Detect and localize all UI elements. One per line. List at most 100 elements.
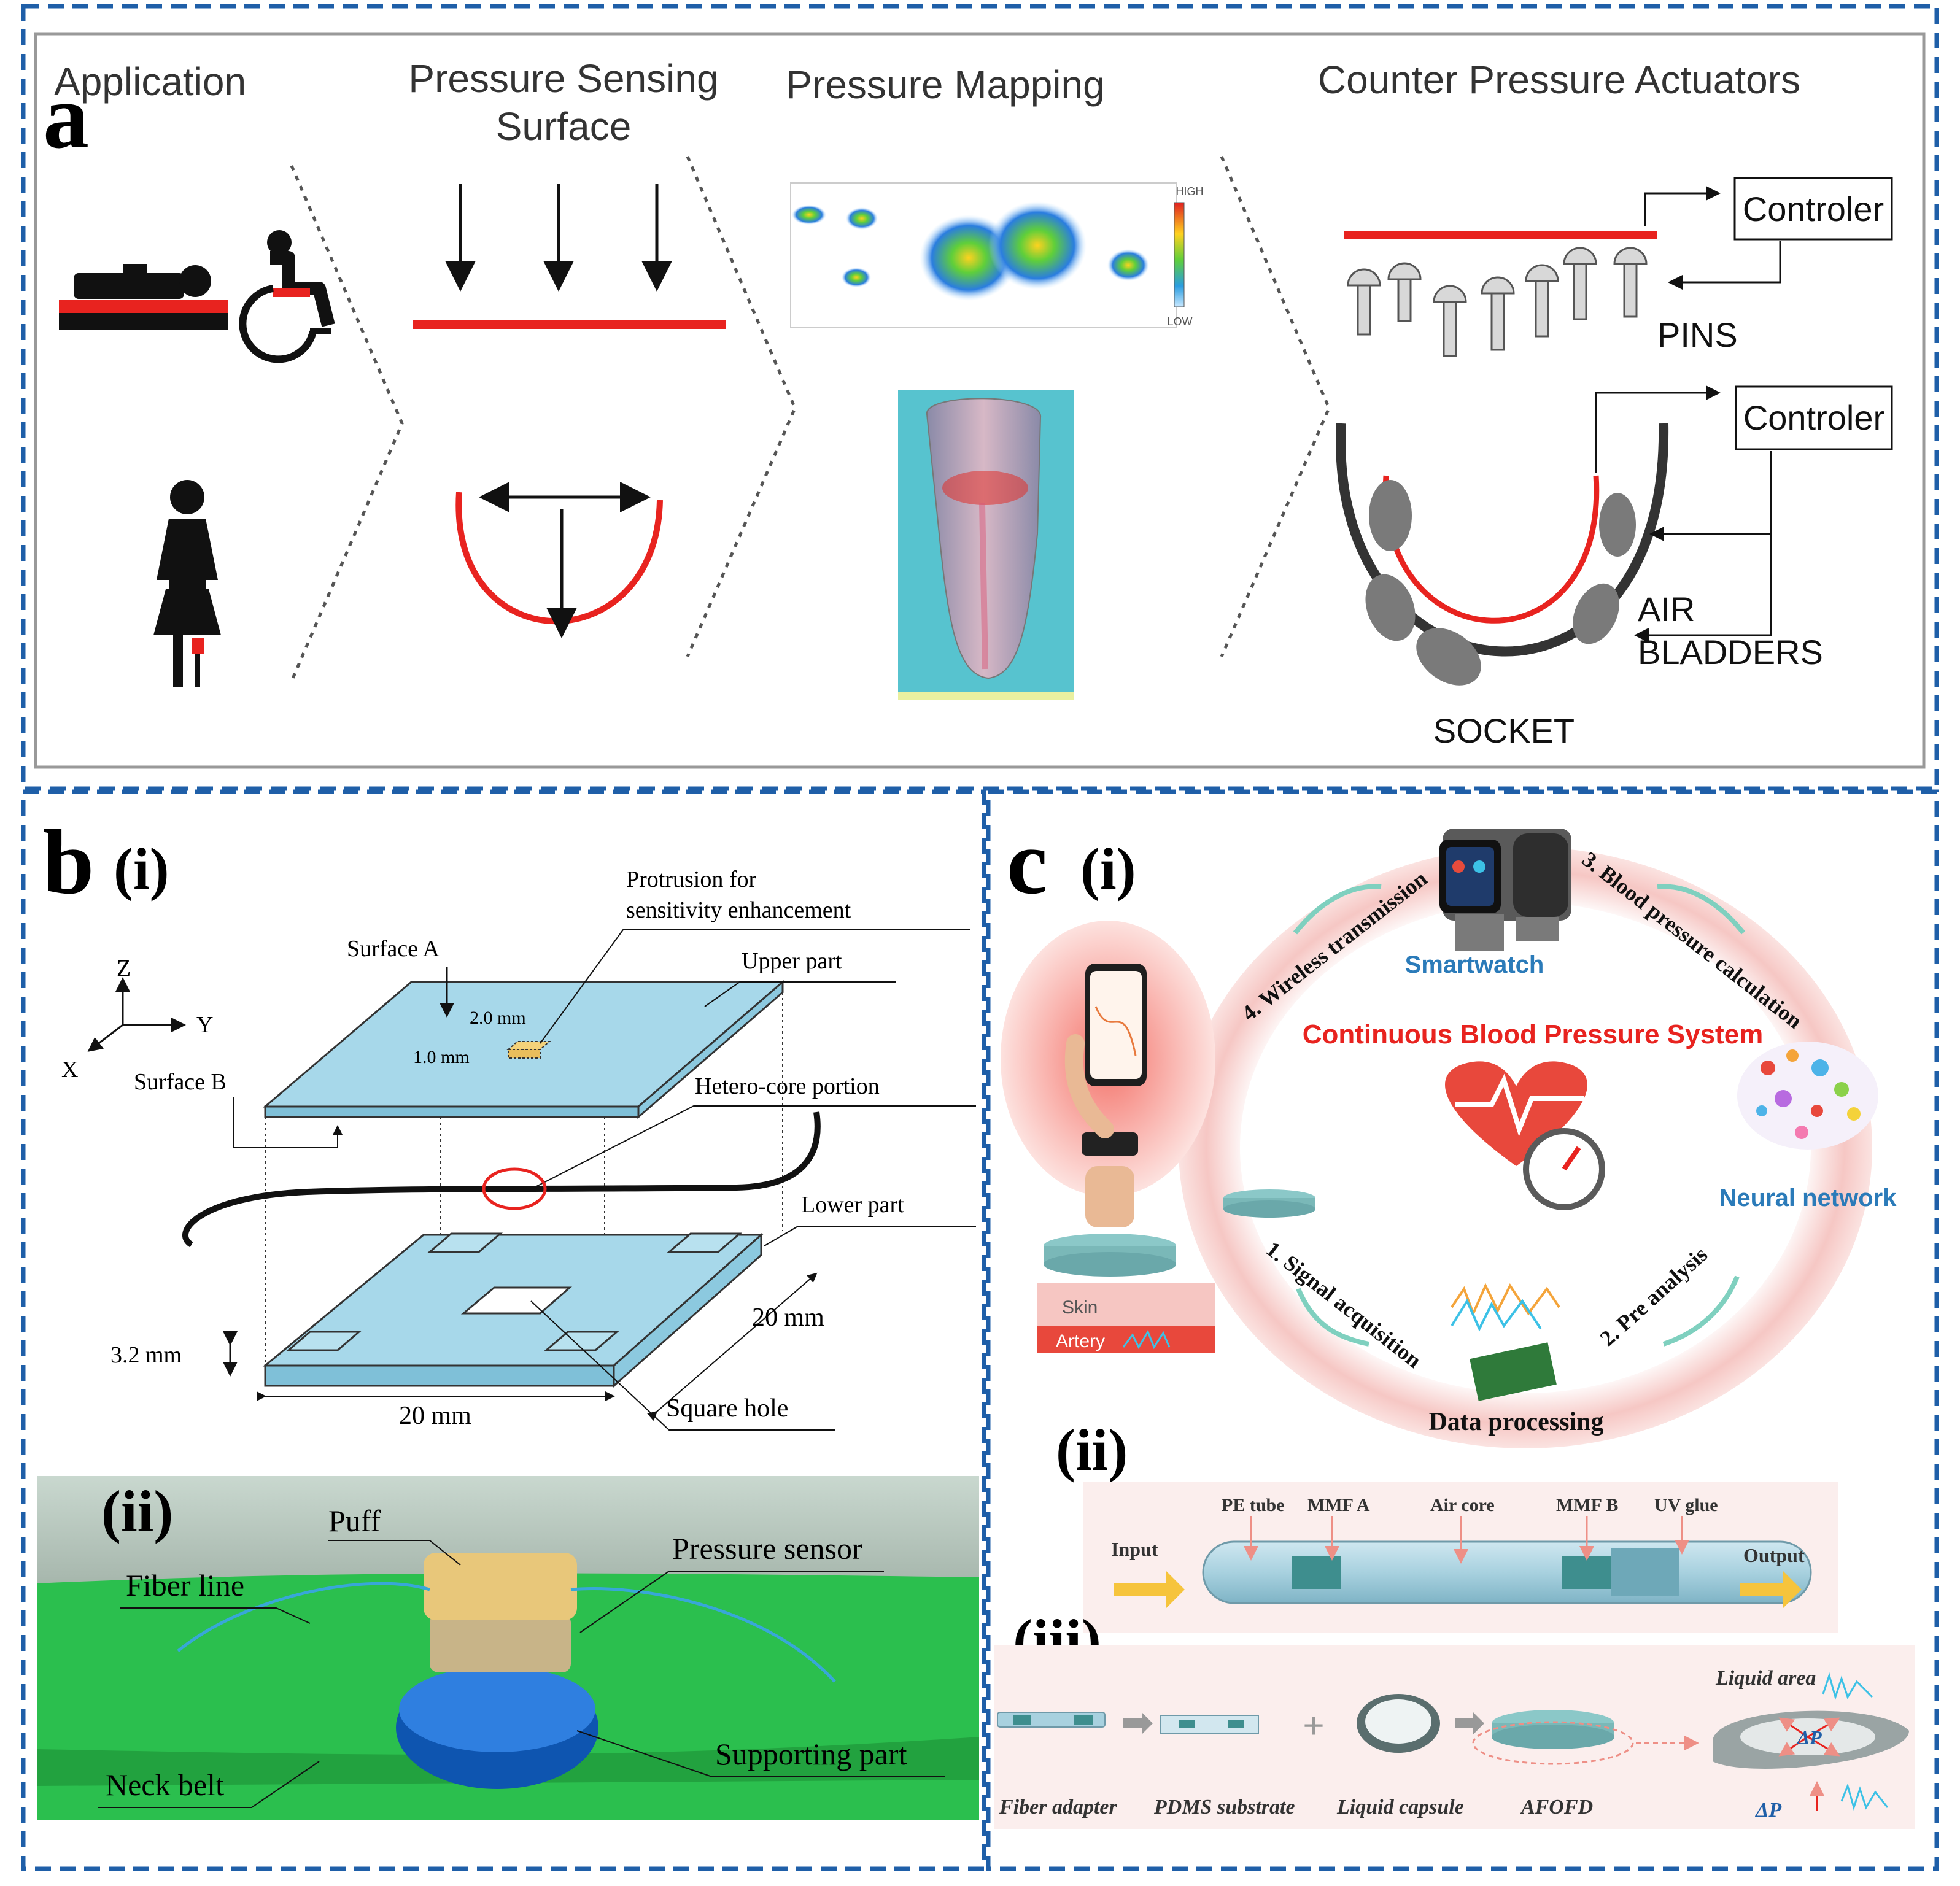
mmf-a-label: MMF A (1307, 1495, 1370, 1515)
fiber-line-label: Fiber line (126, 1568, 244, 1602)
dim-2mm-label: 2.0 mm (470, 1008, 526, 1028)
protrusion-leader (540, 929, 970, 1044)
heatmap-low-label: LOW (1167, 315, 1192, 328)
chevron-divider-1 (290, 165, 404, 682)
wheelchair-icon (239, 230, 335, 363)
sensor-on-skin: Skin Artery (1037, 1234, 1215, 1353)
artery-label: Artery (1056, 1331, 1105, 1351)
panel-c: c (i) Smartwatch Continuous Blood (994, 811, 1915, 1829)
heading-sensing-line1: Pressure Sensing (408, 56, 718, 101)
panel-b: b (i) Z Y X Protrusion for sensitivity (37, 811, 979, 1820)
data-processing-label: Data processing (1428, 1408, 1603, 1436)
panel-b-sub-ii: (ii) (101, 1478, 173, 1544)
smartwatch-icon (1439, 829, 1571, 951)
pin-row (1347, 247, 1648, 357)
panel-c-letter: c (1007, 811, 1048, 913)
air-bladder-socket-diagram: Controler AIR BLADDERS SOCKET (1336, 385, 1893, 750)
pdms-substrate-label: PDMS substrate (1153, 1796, 1295, 1818)
pressure-sensor-label: Pressure sensor (672, 1531, 862, 1566)
axis-x-label: X (61, 1057, 78, 1083)
sensor-disc (1223, 1189, 1315, 1218)
lower-part-plate (262, 1232, 764, 1388)
controller-top-label: Controler (1743, 190, 1884, 228)
dim-20mm-right-label: 20 mm (752, 1304, 824, 1332)
phone-with-hand (1001, 921, 1215, 1227)
surface-b-label: Surface B (134, 1069, 227, 1095)
panel-b-sub-i: (i) (114, 836, 169, 902)
panel-b-letter: b (43, 811, 94, 913)
supporting-part-label: Supporting part (715, 1737, 907, 1771)
heading-application: Application (54, 60, 246, 104)
delta-p-outer-label: ΔP (1754, 1799, 1781, 1822)
cycle-arrow-4 (1293, 884, 1382, 935)
heading-sensing-line2: Surface (496, 104, 632, 149)
heading-pressure-mapping: Pressure Mapping (786, 63, 1104, 107)
chevron-divider-3 (1220, 156, 1331, 657)
skin-label: Skin (1062, 1297, 1098, 1318)
square-hole-label: Square hole (666, 1394, 788, 1423)
neural-network-brain-icon (1737, 1042, 1878, 1150)
pins-actuator-diagram: Controler PINS (1344, 177, 1893, 357)
data-processing-board-icon (1451, 1283, 1560, 1401)
heading-counter-pressure: Counter Pressure Actuators (1318, 58, 1800, 102)
neck-belt-label: Neck belt (106, 1768, 224, 1802)
lower-part-label: Lower part (801, 1192, 904, 1218)
puff-label: Puff (328, 1504, 381, 1538)
uv-glue-label: UV glue (1654, 1495, 1718, 1515)
neural-network-label: Neural network (1719, 1185, 1897, 1212)
bladders-label: BLADDERS (1638, 633, 1823, 671)
pressure-heatmap: HIGH LOW (790, 182, 1204, 328)
bed-patient-icon (59, 264, 228, 330)
chevron-divider-2 (686, 156, 797, 657)
panel-c-sub-ii: (ii) (1056, 1417, 1128, 1483)
heatmap-high-label: HIGH (1176, 185, 1204, 198)
afofd-label: AFOFD (1520, 1796, 1593, 1818)
air-core-label: Air core (1430, 1495, 1495, 1515)
fiber-structure-diagram (1083, 1482, 1838, 1633)
upper-part-plate (262, 980, 786, 1119)
heart-gauge-icon (1445, 1061, 1605, 1210)
panel-a-letter: a (43, 66, 89, 168)
amputee-person-icon (153, 480, 221, 687)
cbp-system-title: Continuous Blood Pressure System (1303, 1019, 1764, 1049)
mmf-b-label: MMF B (1556, 1495, 1618, 1515)
input-label: Input (1111, 1538, 1158, 1560)
curved-sensing-surface (455, 482, 663, 638)
optical-fiber (182, 1111, 821, 1248)
axis-z-label: Z (117, 956, 131, 981)
hetero-core-label: Hetero-core portion (695, 1073, 880, 1099)
controller-bottom-label: Controler (1743, 398, 1884, 437)
smartwatch-label: Smartwatch (1405, 951, 1544, 978)
hetero-core-marker (482, 1167, 547, 1210)
cycle-arrow-2 (1662, 1275, 1740, 1347)
liquid-area-label: Liquid area (1715, 1667, 1816, 1690)
panel-c-frame (986, 789, 1939, 1871)
upper-part-label: Upper part (742, 948, 842, 974)
protrusion-label-line2: sensitivity enhancement (626, 897, 851, 923)
neck-belt-photo (37, 1476, 979, 1820)
plus-icon: + (1303, 1705, 1324, 1746)
delta-p-inner-label: ΔP (1796, 1726, 1822, 1749)
pins-label: PINS (1657, 315, 1738, 354)
panel-b-frame (21, 789, 986, 1871)
socket-label: SOCKET (1433, 711, 1575, 750)
output-label: Output (1743, 1544, 1805, 1566)
protrusion-label-line1: Protrusion for (626, 867, 757, 892)
fabrication-flow: + (994, 1645, 1915, 1829)
dim-1mm-label: 1.0 mm (413, 1047, 470, 1067)
axis-triad: Z Y X (61, 956, 213, 1083)
air-label: AIR (1638, 590, 1695, 628)
liquid-capsule-label: Liquid capsule (1336, 1796, 1464, 1818)
cycle-arrow-3 (1657, 884, 1746, 935)
axis-y-label: Y (196, 1012, 213, 1038)
dim-3-2mm-label: 3.2 mm (110, 1342, 182, 1368)
fiber-adapter-label: Fiber adapter (999, 1796, 1117, 1818)
projection-lines (265, 992, 783, 1372)
flat-sensing-surface (413, 184, 726, 329)
panel-a: a Application Pressure Sensing Surface P… (34, 32, 1926, 769)
pe-tube-label: PE tube (1222, 1495, 1285, 1515)
panel-c-sub-i: (i) (1080, 836, 1136, 902)
cycle-arrow-1 (1296, 1288, 1369, 1347)
dim-20mm-bottom-label: 20 mm (399, 1402, 471, 1430)
